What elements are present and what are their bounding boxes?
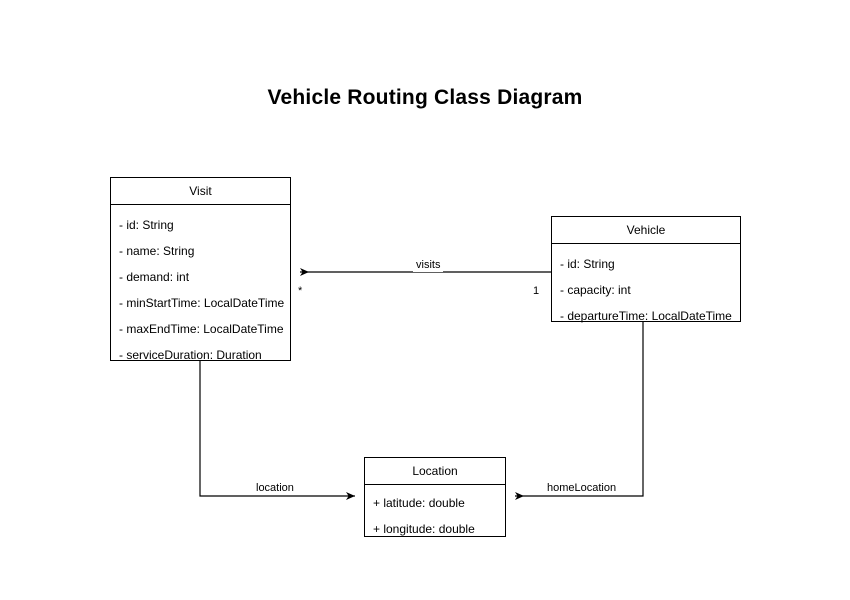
class-attribute: - serviceDuration: Duration bbox=[119, 348, 262, 362]
class-attribute: - id: String bbox=[119, 218, 174, 232]
class-attributes-visit: - id: String - name: String - demand: in… bbox=[111, 205, 290, 368]
class-attributes-vehicle: - id: String - capacity: int - departure… bbox=[552, 244, 740, 329]
edge-location bbox=[199, 361, 355, 500]
edge-multiplicity-visits-target: * bbox=[298, 285, 303, 297]
class-attribute: - demand: int bbox=[119, 270, 190, 284]
class-attribute: - name: String bbox=[119, 244, 195, 258]
class-name-visit: Visit bbox=[111, 178, 290, 205]
class-attribute: + longitude: double bbox=[373, 522, 475, 536]
class-name-location: Location bbox=[365, 458, 505, 485]
class-attribute: - maxEndTime: LocalDateTime bbox=[119, 322, 284, 336]
edge-label-location: location bbox=[253, 482, 297, 495]
class-attribute: - capacity: int bbox=[560, 283, 631, 297]
class-box-vehicle[interactable]: Vehicle - id: String - capacity: int - d… bbox=[551, 216, 741, 323]
class-attribute: - minStartTime: LocalDateTime bbox=[119, 296, 285, 310]
class-attribute: - departureTime: LocalDateTime bbox=[560, 309, 732, 323]
class-attribute: - id: String bbox=[560, 257, 615, 271]
edge-multiplicity-visits-source: 1 bbox=[533, 285, 540, 297]
edge-home-location bbox=[515, 322, 644, 500]
class-name-vehicle: Vehicle bbox=[552, 217, 740, 244]
page-title: Vehicle Routing Class Diagram bbox=[267, 86, 583, 109]
edge-label-home-location: homeLocation bbox=[544, 482, 620, 495]
class-box-location[interactable]: Location + latitude: double + longitude:… bbox=[364, 457, 506, 537]
class-attribute: + latitude: double bbox=[373, 496, 465, 510]
class-attributes-location: + latitude: double + longitude: double bbox=[365, 485, 505, 542]
class-box-visit[interactable]: Visit - id: String - name: String - dema… bbox=[110, 177, 291, 362]
edge-label-visits: visits bbox=[413, 259, 444, 272]
